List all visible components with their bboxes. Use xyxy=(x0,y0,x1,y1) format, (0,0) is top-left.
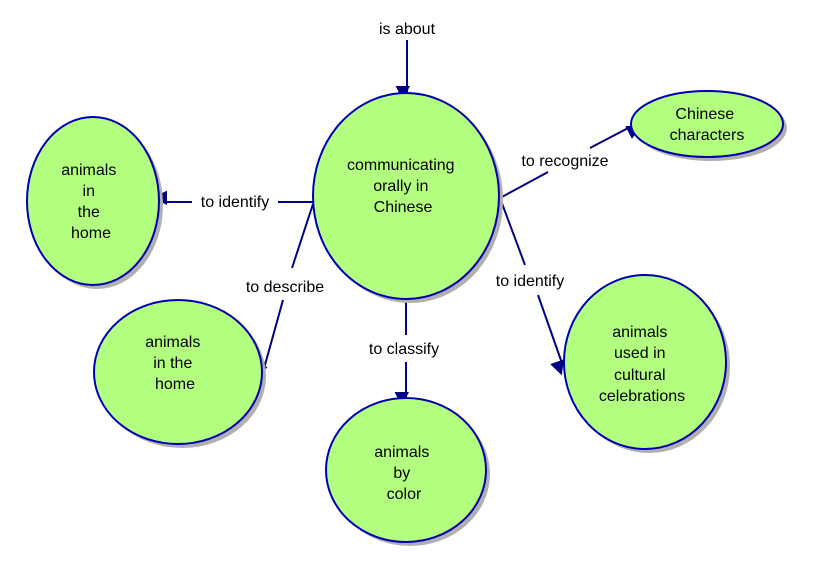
svg-text:Chinese characters: Chinese characters xyxy=(670,106,745,144)
label-to-classify: to classify xyxy=(369,341,439,358)
svg-text:animals by col: animals by color xyxy=(374,444,434,503)
link-describe-a xyxy=(291,203,314,269)
link-recognize-b xyxy=(589,125,642,149)
link-identify-right-a xyxy=(499,197,526,266)
svg-text:animals used in: animals used in cultural celebrations xyxy=(599,324,685,405)
svg-text:communicating orally i: communicating orally in Chinese xyxy=(347,157,459,216)
link-describe-b xyxy=(253,299,284,379)
label-is-about: is about xyxy=(379,21,436,38)
links xyxy=(152,40,642,407)
node-animals-by-color[interactable]: animals by color xyxy=(325,397,490,546)
svg-text:animals in the: animals in the home xyxy=(145,334,205,393)
node-center[interactable]: communicating orally in Chinese xyxy=(312,92,503,303)
svg-text:animals in the: animals in the home xyxy=(61,162,121,242)
label-to-recognize: to recognize xyxy=(521,153,608,170)
node-animals-in-the-home-left[interactable]: animals in the home xyxy=(26,116,163,289)
label-to-identify-right: to identify xyxy=(496,273,564,290)
link-labels: is about to identify to describe to clas… xyxy=(201,21,609,358)
label-to-describe: to describe xyxy=(246,279,324,296)
node-chinese-characters[interactable]: Chinese characters xyxy=(630,90,787,161)
nodes: communicating orally in Chinese animals … xyxy=(26,90,787,546)
link-recognize-a xyxy=(499,171,549,199)
node-animals-cultural-celebrations[interactable]: animals used in cultural celebrations xyxy=(563,274,730,453)
node-animals-in-the-home-lower[interactable]: animals in the home xyxy=(93,299,266,448)
link-identify-right-b xyxy=(537,294,564,376)
label-to-identify-left: to identify xyxy=(201,194,269,211)
